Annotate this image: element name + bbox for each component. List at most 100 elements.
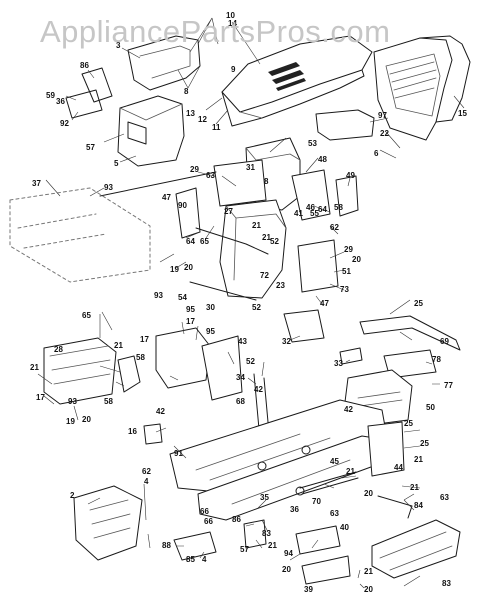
callout-16: 16 (128, 427, 137, 436)
hood-top-side (221, 69, 365, 127)
callout-21e: 21 (414, 455, 423, 464)
callout-65b: 65 (82, 311, 91, 320)
callout-20c: 20 (82, 415, 91, 424)
hood-vent-grille (268, 62, 306, 91)
callout-93c: 93 (68, 397, 77, 406)
callout-21g: 21 (410, 483, 419, 492)
callout-21i: 21 (364, 567, 373, 576)
callout-45: 45 (330, 457, 339, 466)
fuel-tank (117, 95, 185, 167)
callout-21h: 21 (268, 541, 277, 550)
callout-54: 54 (178, 293, 187, 302)
callout-92: 92 (60, 119, 69, 128)
callout-50: 50 (426, 403, 435, 412)
left-pedal-platform (43, 337, 117, 405)
callout-42a: 42 (254, 385, 263, 394)
side-guard-dots (89, 499, 131, 539)
callout-52b: 52 (252, 303, 261, 312)
upper-rod (99, 171, 217, 197)
callout-36: 36 (56, 97, 65, 106)
callout-5: 5 (114, 159, 119, 168)
callout-21f: 21 (346, 467, 355, 476)
callout-62a: 62 (330, 223, 339, 232)
left-rail (9, 187, 151, 283)
callout-20b: 20 (184, 263, 193, 272)
callout-48: 48 (318, 155, 327, 164)
callout-22: 22 (380, 129, 389, 138)
callout-84: 84 (414, 501, 423, 510)
callout-13: 13 (186, 109, 195, 118)
step-bracket-edge (379, 531, 453, 571)
bracket-57 (243, 519, 267, 549)
callout-17c: 17 (36, 393, 45, 402)
pedal-arm (117, 355, 141, 393)
callout-83a: 83 (262, 529, 271, 538)
callout-44: 44 (394, 463, 403, 472)
callout-57: 57 (86, 143, 95, 152)
callout-86: 86 (80, 61, 89, 70)
callout-8: 8 (184, 87, 189, 96)
front-grille-frame (385, 53, 441, 117)
callout-31: 31 (246, 163, 255, 172)
callout-20d: 20 (364, 489, 373, 498)
callout-28: 28 (54, 345, 63, 354)
steering-support (213, 159, 267, 207)
callout-52a: 52 (270, 237, 279, 246)
callout-69: 69 (440, 337, 449, 346)
callout-4b: 4 (202, 555, 207, 564)
fuel-tank-window (127, 121, 147, 145)
bracket-16 (143, 423, 163, 445)
callout-41: 41 (294, 209, 303, 218)
brake-bracket (155, 327, 211, 389)
callout-17a: 17 (140, 335, 149, 344)
callout-32: 32 (282, 337, 291, 346)
callout-9: 9 (231, 65, 236, 74)
left-rail-inner (17, 213, 107, 249)
axle-end (295, 486, 305, 496)
bracket-39 (301, 555, 351, 585)
right-support-bracket (291, 169, 331, 221)
callout-8b: 8 (264, 177, 269, 186)
callout-17b: 17 (186, 317, 195, 326)
callout-25b: 25 (404, 419, 413, 428)
callout-25c: 25 (420, 439, 429, 448)
front-grille (373, 37, 453, 141)
callout-43: 43 (238, 337, 247, 346)
hood-top-edge (239, 111, 263, 119)
left-pedal-bracket (175, 187, 201, 239)
callout-47a: 47 (162, 193, 171, 202)
hitch-holes (357, 391, 403, 407)
callout-29a: 29 (190, 165, 199, 174)
callout-15: 15 (458, 109, 467, 118)
hood-side-panel-inner (139, 45, 191, 79)
dash-panel-edge (245, 147, 301, 161)
callout-58b: 58 (136, 353, 145, 362)
callout-2: 2 (70, 491, 75, 500)
callout-20e: 20 (282, 565, 291, 574)
callout-10a: 10 (226, 11, 235, 20)
callout-85: 85 (186, 555, 195, 564)
callout-39: 39 (304, 585, 313, 594)
callout-37: 37 (32, 179, 41, 188)
callout-42b: 42 (156, 407, 165, 416)
callout-20f: 20 (364, 585, 373, 594)
callout-29b: 29 (344, 245, 353, 254)
callout-68: 68 (236, 397, 245, 406)
pedestal-side (225, 205, 287, 281)
callout-57b: 57 (240, 545, 249, 554)
leader-lines (37, 17, 465, 589)
left-pedal-rib (49, 345, 111, 385)
bracket-85 (173, 531, 217, 561)
callout-64b: 64 (186, 237, 195, 246)
right-rod-69 (359, 315, 461, 351)
hood-side-panel (127, 35, 201, 91)
callout-42c: 42 (344, 405, 353, 414)
callout-78: 78 (432, 355, 441, 364)
callout-33: 33 (334, 359, 343, 368)
callout-40: 40 (340, 523, 349, 532)
axle-70 (299, 471, 359, 495)
callout-12: 12 (198, 115, 207, 124)
callout-65a: 65 (200, 237, 209, 246)
dash-bracket (81, 67, 113, 103)
